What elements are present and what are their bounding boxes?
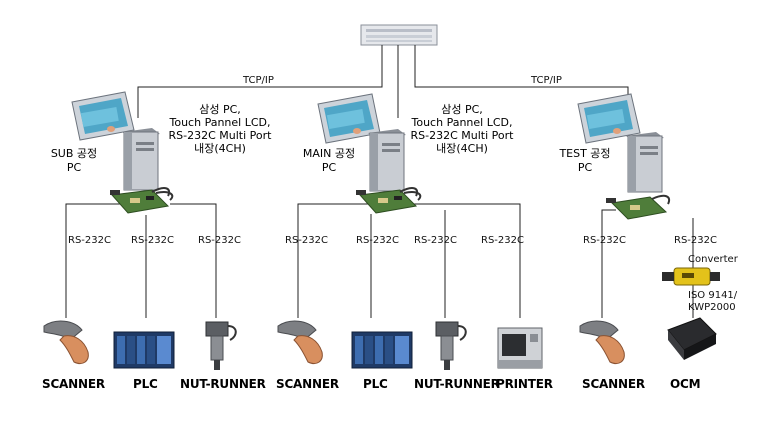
rs232-label-main-scanner: RS-232C [285, 235, 328, 246]
main-pc-label-line-1: MAIN 공정 [302, 147, 356, 160]
sub-rs232-lines [65, 203, 217, 318]
main-device-plc: PLC [363, 377, 388, 391]
sub-device-plc: PLC [133, 377, 158, 391]
test-rs232-lines [601, 209, 694, 318]
test-device-scanner: SCANNER [582, 377, 645, 391]
converter-label: Converter [688, 254, 738, 265]
main-nut-runner-icon [435, 321, 467, 370]
rs232-label-main-printer: RS-232C [481, 235, 524, 246]
sub-pc-description: 삼성 PC, Touch Pannel LCD, RS-232C Multi P… [166, 103, 274, 155]
main-rs232-lines [297, 203, 521, 318]
converter-icon [662, 267, 720, 286]
sub-plc-icon [113, 331, 175, 369]
main-multiport-card-icon [356, 187, 422, 214]
sub-pc-label-line-1: SUB 공정 [50, 147, 98, 160]
printer-icon [497, 327, 543, 369]
tcpip-label-right: TCP/IP [531, 75, 562, 86]
main-pc-label: MAIN 공정 PC [296, 147, 362, 175]
main-device-printer: PRINTER [496, 377, 553, 391]
main-pc-label-line-2: PC [321, 161, 337, 174]
sub-desc-line-3: RS-232C Multi Port [168, 129, 272, 142]
rs232-label-sub-plc: RS-232C [131, 235, 174, 246]
test-pc-icon [577, 93, 664, 193]
main-scanner-icon [277, 320, 323, 365]
rs232-label-main-nut: RS-232C [414, 235, 457, 246]
sub-pc-icon [71, 91, 160, 191]
sub-device-scanner: SCANNER [42, 377, 105, 391]
test-pc-label-line-2: PC [577, 161, 593, 174]
test-pc-label: TEST 공정 PC [552, 147, 618, 175]
sub-device-nut-runner: NUT-RUNNER [180, 377, 266, 391]
sub-scanner-icon [43, 320, 89, 365]
main-desc-line-1: 삼성 PC, [441, 103, 483, 116]
main-device-nut-runner: NUT-RUNNER [414, 377, 500, 391]
sub-desc-line-2: Touch Pannel LCD, [169, 116, 271, 129]
test-scanner-icon [579, 320, 625, 365]
sub-multiport-card-icon [110, 187, 174, 214]
sub-desc-line-1: 삼성 PC, [199, 103, 241, 116]
main-desc-line-2: Touch Pannel LCD, [411, 116, 513, 129]
main-pc-description: 삼성 PC, Touch Pannel LCD, RS-232C Multi P… [408, 103, 516, 155]
rs232-label-sub-scanner: RS-232C [68, 235, 111, 246]
rs232-label-test-scanner: RS-232C [583, 235, 626, 246]
main-desc-line-4: 내장(4CH) [436, 142, 488, 155]
network-switch-icon [360, 24, 438, 46]
rs232-label-main-plc: RS-232C [356, 235, 399, 246]
main-desc-line-3: RS-232C Multi Port [410, 129, 514, 142]
main-pc-icon [317, 93, 406, 192]
rs232-label-test-converter: RS-232C [674, 235, 717, 246]
main-device-scanner: SCANNER [276, 377, 339, 391]
test-pc-label-line-1: TEST 공정 [559, 147, 611, 160]
test-device-ocm: OCM [670, 377, 701, 391]
sub-pc-label: SUB 공정 PC [44, 147, 104, 175]
iso-label-line-1: ISO 9141/ [688, 290, 738, 301]
tcpip-label-left: TCP/IP [243, 75, 274, 86]
iso-label-line-2: KWP2000 [688, 302, 736, 313]
main-plc-icon [351, 331, 413, 369]
sub-pc-label-line-2: PC [66, 161, 82, 174]
rs232-label-sub-nut: RS-232C [198, 235, 241, 246]
sub-desc-line-4: 내장(4CH) [194, 142, 246, 155]
test-multiport-card-icon [606, 194, 671, 220]
ocm-icon [667, 317, 717, 360]
sub-nut-runner-icon [205, 321, 237, 370]
